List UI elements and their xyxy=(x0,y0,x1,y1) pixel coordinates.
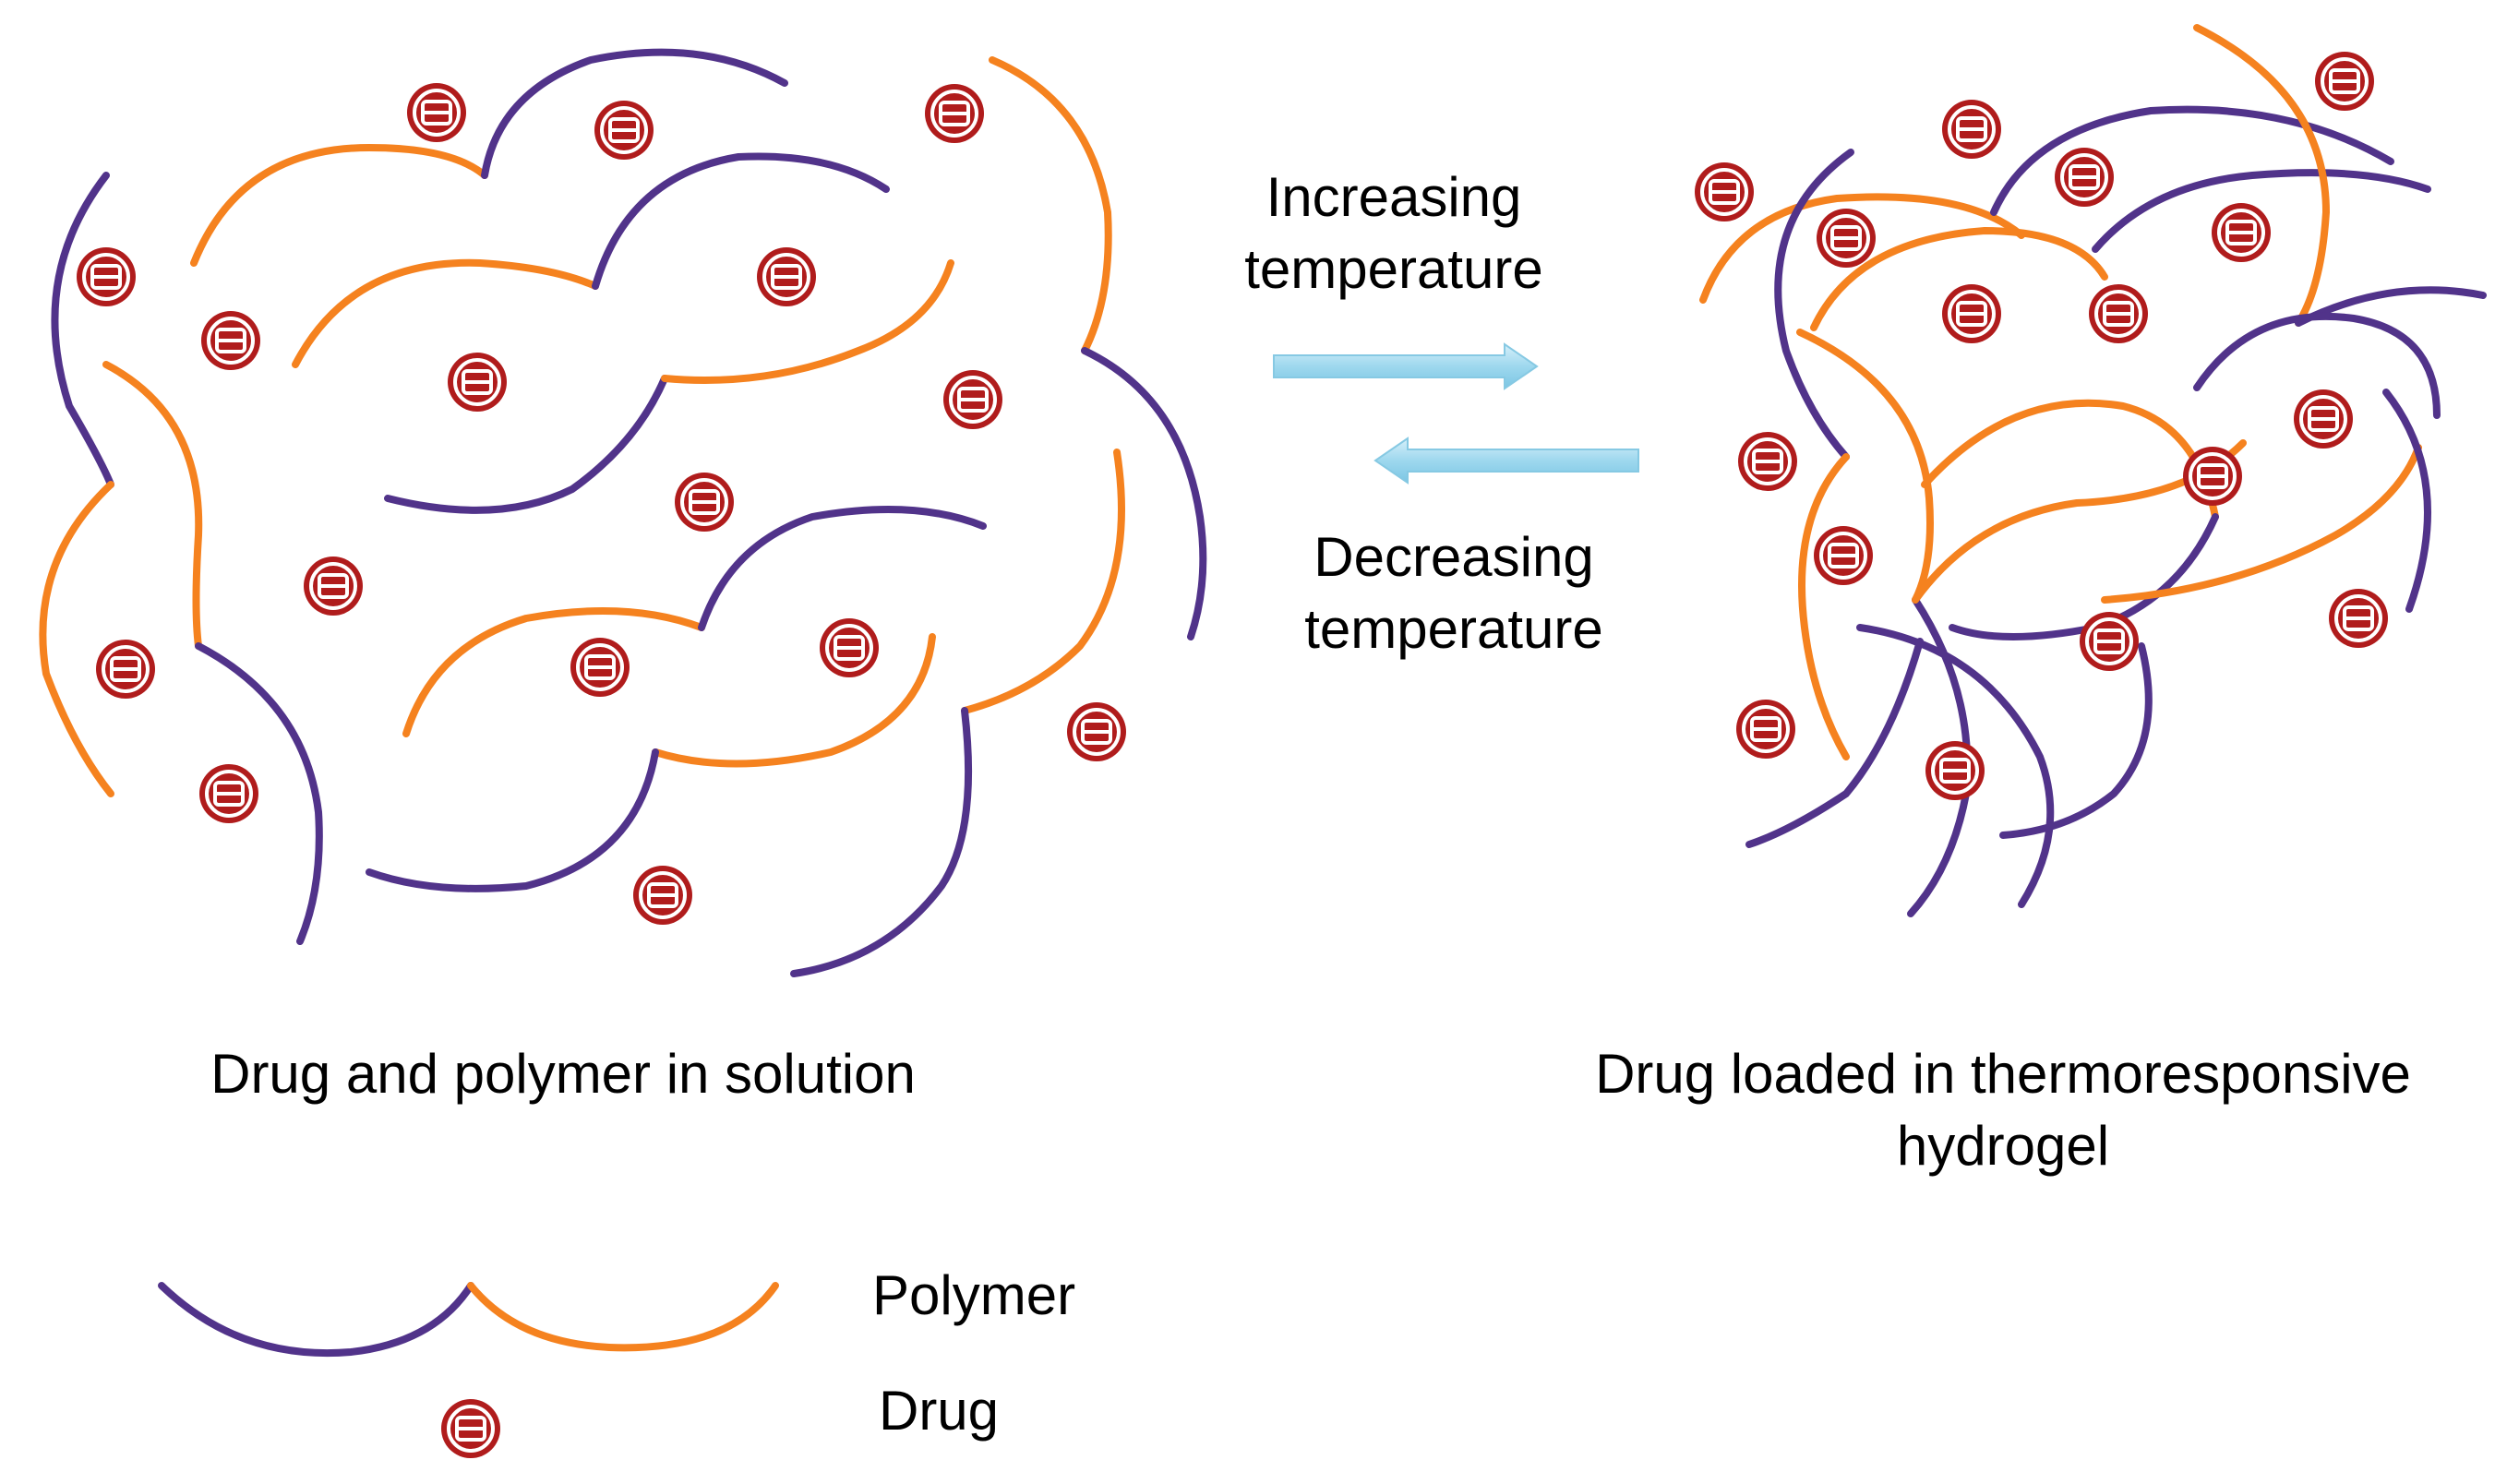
drug-molecule-icon xyxy=(1812,524,1875,587)
drug-molecule-icon xyxy=(75,245,138,308)
solution-polymer-network xyxy=(39,48,1207,977)
drug-molecule-icon xyxy=(199,309,262,372)
drug-molecule-icon xyxy=(2210,201,2273,264)
polymer-chain xyxy=(366,748,659,892)
polymer-chain xyxy=(2193,24,2331,327)
polymer-chain xyxy=(2382,389,2431,613)
hydrogel-caption: Drug loaded in thermoresponsive hydrogel xyxy=(1495,1038,2511,1182)
polymer-chain xyxy=(698,506,987,631)
drug-molecule-icon xyxy=(1065,700,1128,763)
polymer-chain xyxy=(1999,642,2153,839)
drug-molecule-icon xyxy=(1815,207,1877,269)
hydrogel-caption-line-1: Drug loaded in thermoresponsive xyxy=(1595,1043,2411,1105)
polymer-chain xyxy=(2295,286,2487,327)
drug-molecule-icon xyxy=(593,99,655,162)
drug-molecule-icon xyxy=(2327,587,2390,650)
arrow-right-icon xyxy=(1273,342,1539,390)
polymer-chain xyxy=(195,642,323,945)
polymer-chain xyxy=(39,481,114,797)
drug-molecule-icon xyxy=(673,471,736,533)
drug-molecule-icon xyxy=(2313,50,2376,113)
drug-molecule-icon xyxy=(923,82,986,145)
drug-molecule-icon xyxy=(569,636,631,699)
drug-molecule-icon xyxy=(405,81,468,144)
drug-molecule-icon xyxy=(818,616,881,679)
arrow-left-icon xyxy=(1373,437,1639,485)
legend-polymer-label: Polymer xyxy=(872,1264,1076,1326)
polymer-chain xyxy=(1699,193,2025,304)
increasing-label-line-1: Increasing xyxy=(1265,166,1522,228)
polymer-chain xyxy=(1798,453,1850,760)
polymer-chain xyxy=(1921,399,2219,521)
polymer-chain xyxy=(402,607,705,737)
drug-molecule-icon xyxy=(942,368,1004,431)
increasing-temperature-label: Increasing temperature xyxy=(1209,162,1578,305)
drug-molecule-icon xyxy=(631,864,694,927)
drug-molecule-icon xyxy=(2181,445,2244,508)
legend-polymer-orange-segment xyxy=(467,1282,779,1352)
drug-molecule-icon xyxy=(198,762,260,825)
polymer-chain xyxy=(592,152,890,290)
polymer-chain xyxy=(661,259,954,384)
hydrogel-caption-line-2: hydrogel xyxy=(1896,1115,2110,1177)
polymer-chain xyxy=(1774,149,1854,461)
polymer-chain xyxy=(790,707,973,977)
polymer-chain xyxy=(652,633,936,768)
solution-caption: Drug and polymer in solution xyxy=(210,1043,916,1105)
drug-molecule-icon xyxy=(2053,146,2116,209)
polymer-chain xyxy=(1810,226,2108,331)
polymer-chain xyxy=(1081,347,1207,640)
drug-molecule-icon xyxy=(1940,282,2003,345)
polymer-chain xyxy=(292,258,599,368)
hydrogel-drugs xyxy=(1693,50,2390,802)
drug-molecule-icon xyxy=(94,638,157,700)
drug-molecule-icon xyxy=(302,555,365,617)
drug-molecule-icon xyxy=(2292,388,2355,450)
legend-polymer-purple-segment xyxy=(158,1282,474,1358)
polymer-chain xyxy=(1856,624,2055,908)
drug-molecule-icon xyxy=(1940,98,2003,161)
decreasing-temperature-label: Decreasing temperature xyxy=(1269,521,1638,665)
legend-drug-icon xyxy=(439,1397,502,1460)
drug-molecule-icon xyxy=(1924,739,1986,802)
drug-molecule-icon xyxy=(446,351,509,413)
polymer-chain xyxy=(2101,444,2422,604)
polymer-chain xyxy=(961,449,1125,714)
decreasing-label-line-2: temperature xyxy=(1304,598,1603,660)
drug-molecule-icon xyxy=(1736,430,1799,493)
legend-drug-label: Drug xyxy=(879,1380,1000,1442)
increasing-label-line-2: temperature xyxy=(1244,238,1543,300)
drug-molecule-icon xyxy=(1693,161,1756,223)
legend xyxy=(158,1282,779,1460)
polymer-chain xyxy=(384,375,668,514)
polymer-chain xyxy=(2193,312,2441,419)
polymer-chain xyxy=(2092,169,2431,253)
drug-molecule-icon xyxy=(1734,698,1797,760)
polymer-chain xyxy=(481,48,788,179)
polymer-chain xyxy=(51,172,114,488)
drug-molecule-icon xyxy=(755,245,818,308)
decreasing-label-line-1: Decreasing xyxy=(1313,526,1594,588)
drug-molecule-icon xyxy=(2087,282,2150,345)
polymer-chain xyxy=(1745,638,1924,848)
drug-molecule-icon xyxy=(2078,610,2141,673)
polymer-chain xyxy=(989,56,1112,354)
polymer-chain xyxy=(190,143,488,267)
polymer-chain xyxy=(102,361,203,650)
polymer-chain xyxy=(1990,105,2394,216)
